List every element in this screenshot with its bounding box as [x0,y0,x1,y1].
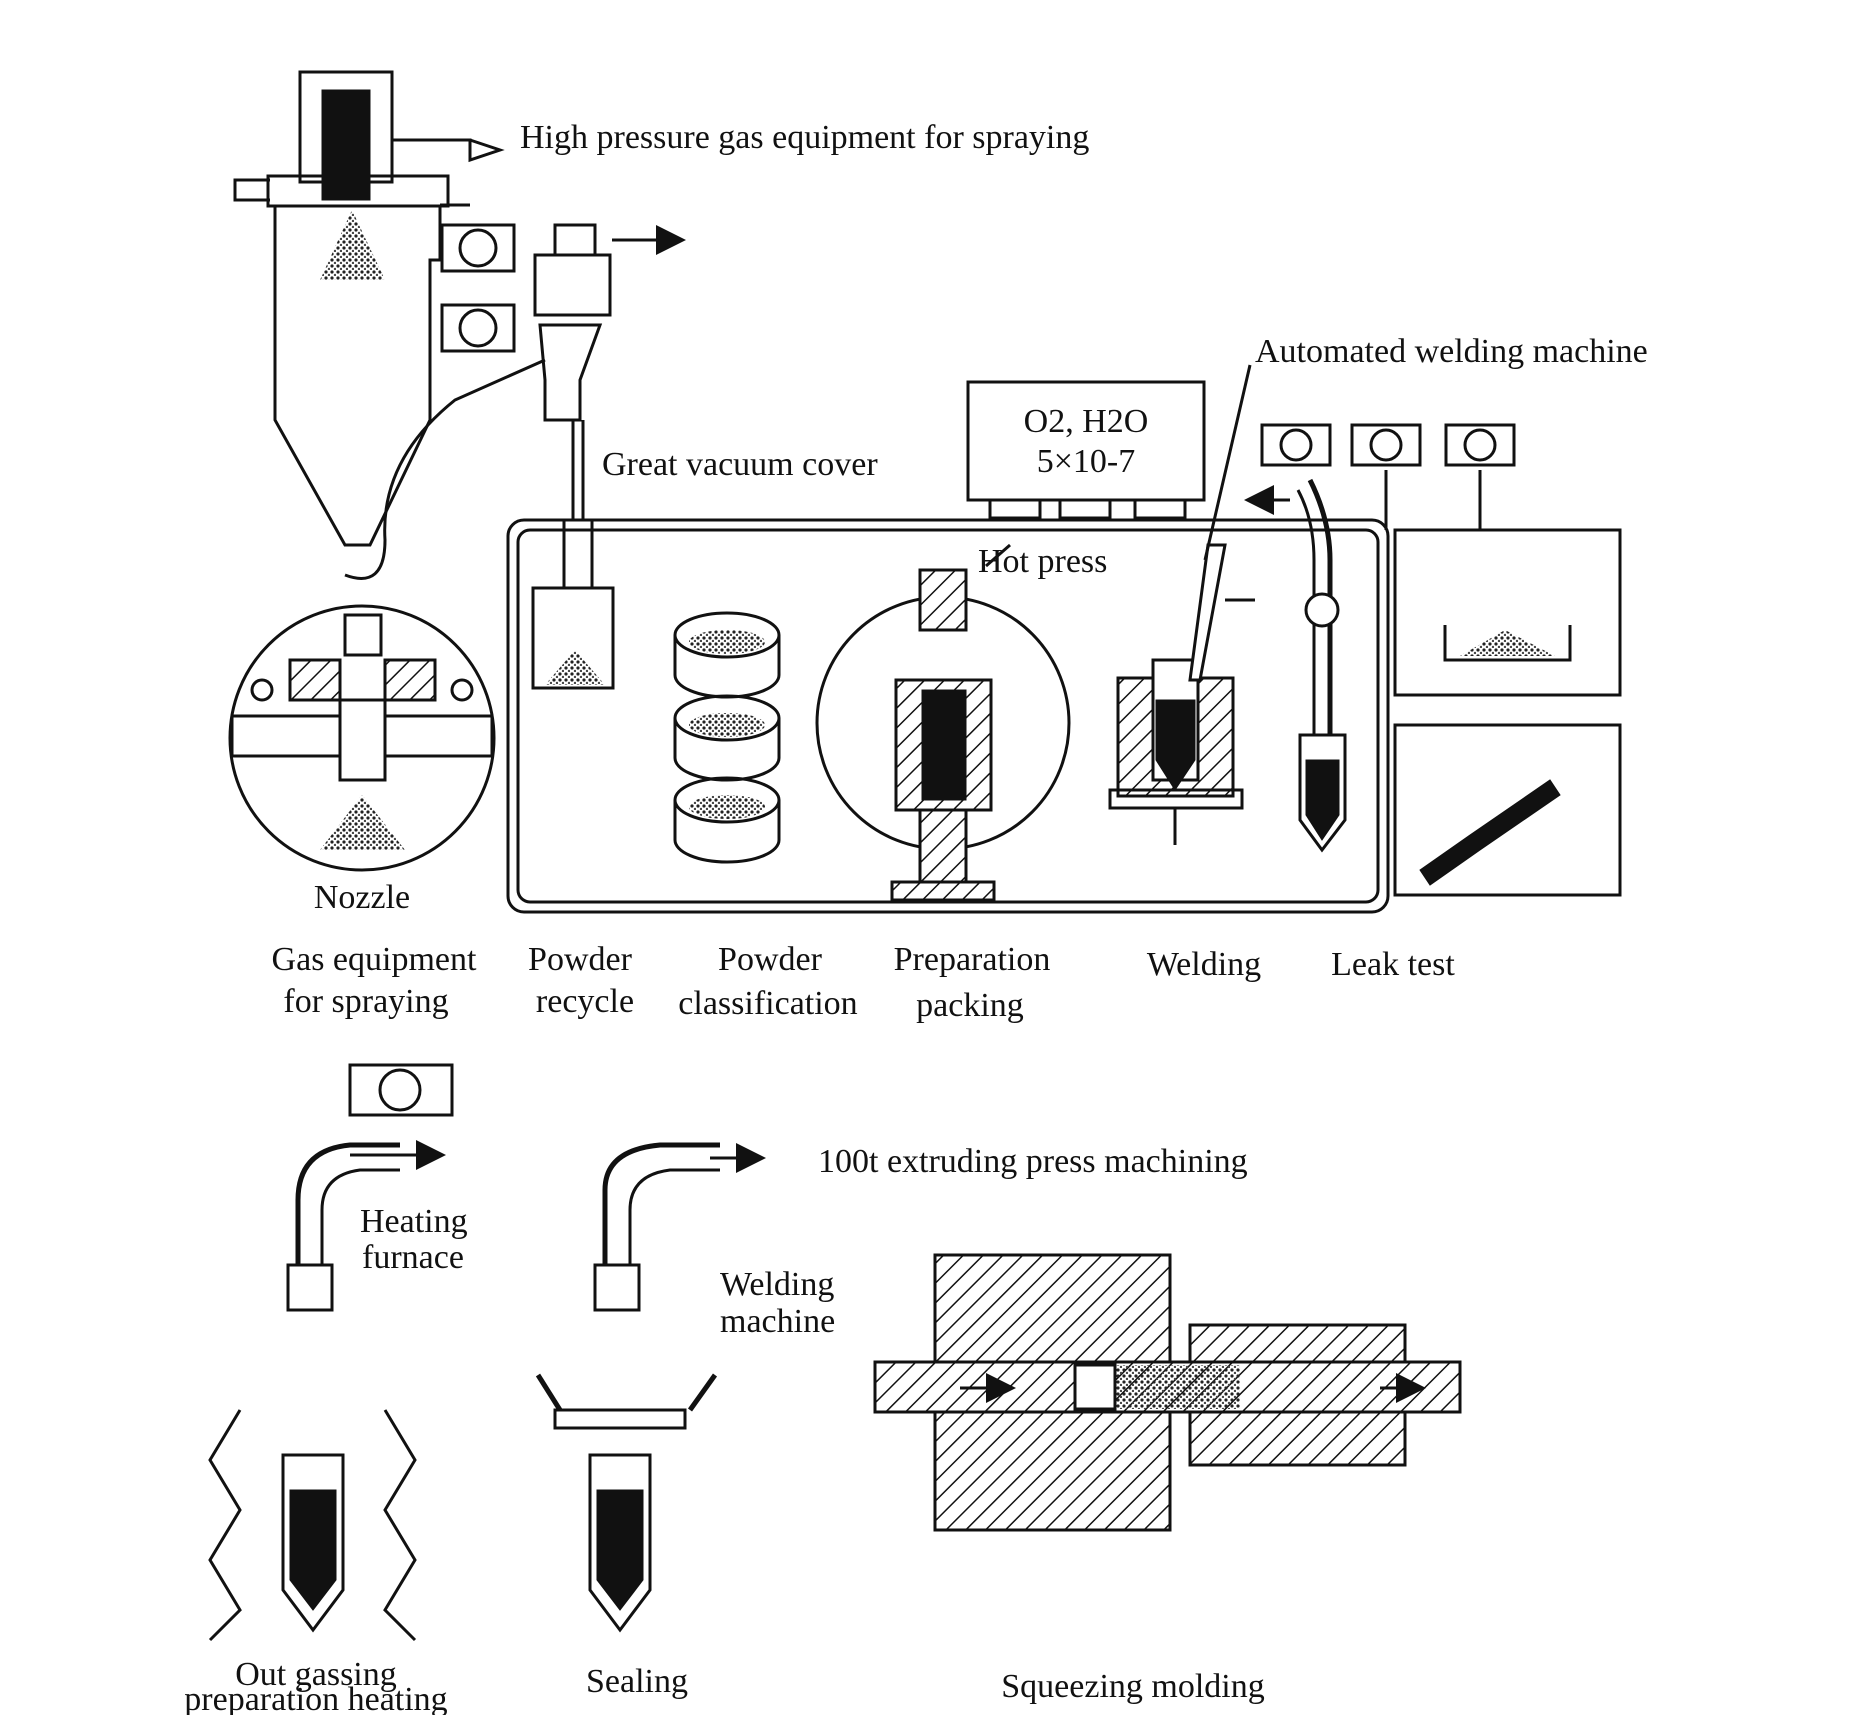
stage-label-3-line2: classification [678,985,857,1022]
label-high-pressure-gas: High pressure gas equipment for spraying [520,119,1089,156]
label-nozzle: Nozzle [314,879,410,916]
stage-label-bottom-2: Sealing [586,1663,688,1700]
stage-label-3: Powder [718,941,823,978]
o2-h2o-monitor [966,380,1206,520]
leak-test-assembly [1244,478,1347,853]
label-o2-h2o-value: 5×10-7 [1037,443,1136,480]
spray-tower [233,70,505,547]
stage-label-2-line2: recycle [536,983,634,1020]
stage-label-4: Preparation [894,941,1051,978]
powder-recycle-container [531,420,615,690]
welding-station [1108,364,1255,845]
stage-label-2: Powder [528,941,633,978]
label-heating-furnace: Heating [360,1203,468,1240]
label-heating-furnace-line2: furnace [362,1239,464,1276]
vacuum-glove-box [506,518,1390,914]
label-automated-welding: Automated welding machine [1255,333,1648,370]
stage-label-5: Welding [1147,946,1261,983]
sealing-assembly [535,1142,766,1633]
cyclone-separator [344,223,686,580]
powder-sieves [673,611,781,864]
label-welding-machine-line2: machine [720,1303,835,1340]
stage-label-1-line2: for spraying [283,983,448,1020]
nozzle-detail [228,604,496,872]
label-great-vacuum-cover: Great vacuum cover [602,446,878,483]
gauge-icon [1444,423,1516,467]
hot-press [815,543,1071,902]
stage-label-bottom-1-line2: preparation heating [184,1681,447,1715]
gauge-icon [440,303,516,353]
label-o2-h2o: O2, H2O [1024,403,1149,440]
stage-label-4-line2: packing [916,987,1024,1024]
stage-label-6: Leak test [1331,946,1455,983]
gauge-icon [1260,423,1332,467]
stage-label-bottom-3: Squeezing molding [1001,1668,1264,1705]
stage-label-1: Gas equipment [272,941,477,978]
gauge-icon [1350,423,1422,467]
label-extruding-press: 100t extruding press machining [818,1143,1248,1180]
label-hot-press: Hot press [978,543,1107,580]
transfer-chambers [1384,470,1622,897]
extrusion-press [873,1253,1462,1532]
gauge-icon [440,223,516,273]
label-welding-machine: Welding [720,1266,834,1303]
outgassing-assembly [208,1063,454,1642]
stage-label-bottom-1: Out gassing [235,1656,397,1693]
